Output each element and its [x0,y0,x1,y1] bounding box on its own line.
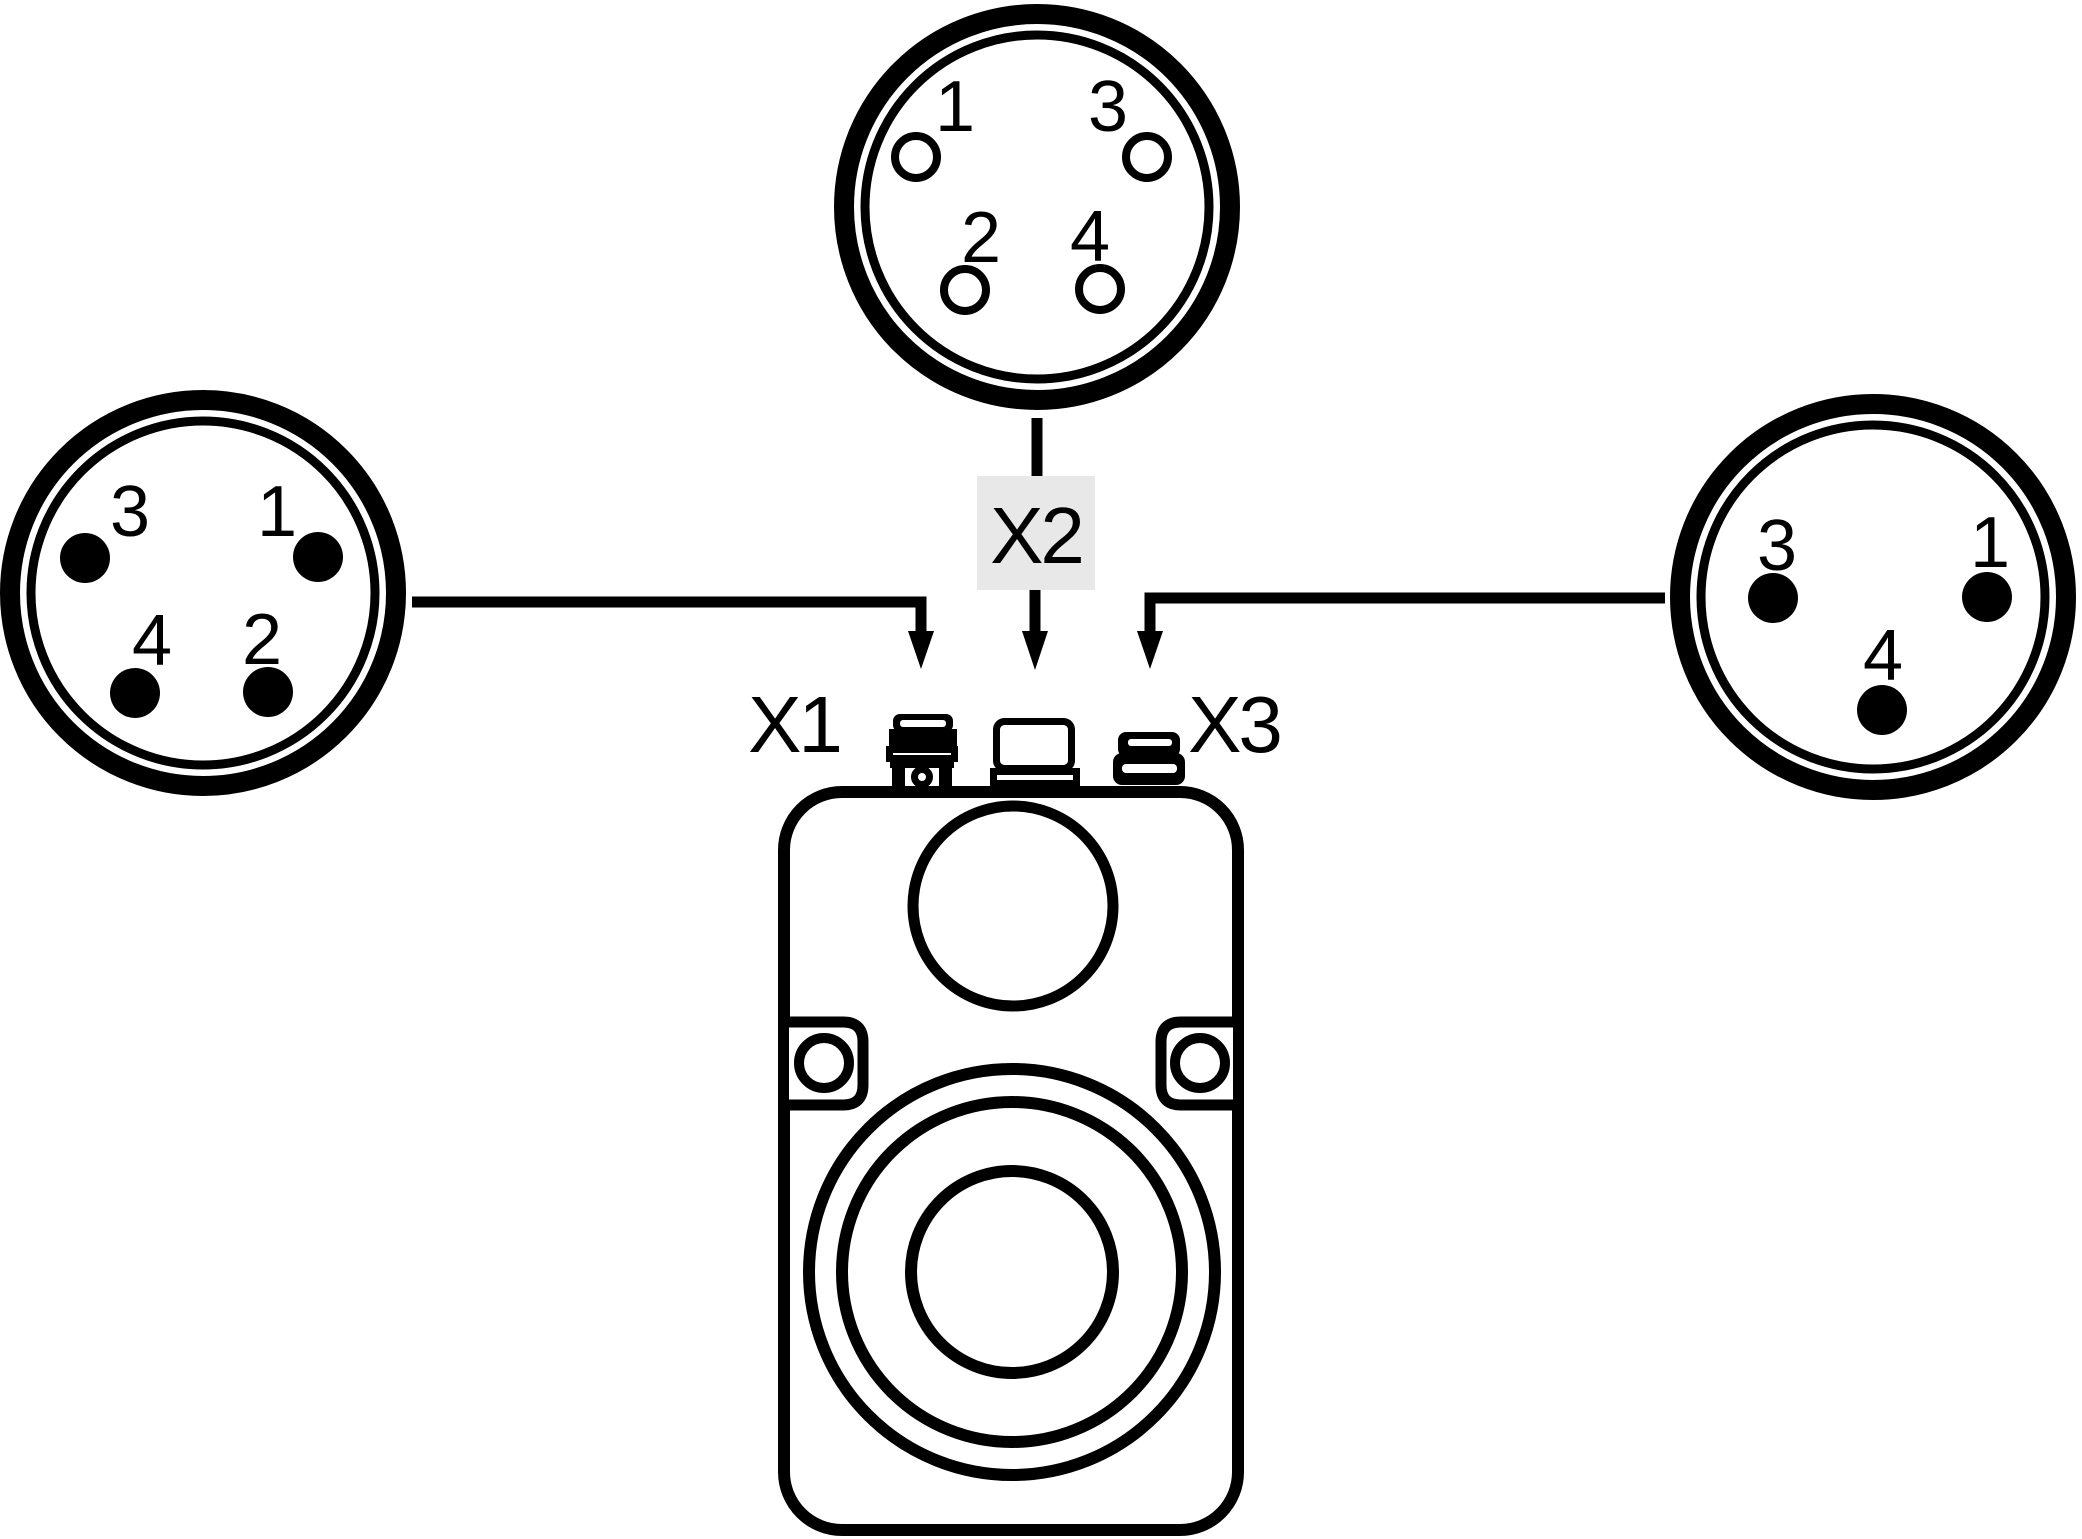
mounting-hole [1170,1033,1230,1093]
pin-contact-4 [1857,685,1907,735]
port-base-right [939,766,952,787]
connection-line-x1 [412,596,934,669]
pin-label: 1 [935,67,975,147]
mounting-ear-right [1155,1016,1233,1111]
port-body-slot [1122,764,1177,773]
arrowhead-down-icon [1137,631,1163,669]
connection-line-x3 [1137,592,1665,669]
connector-inner-ring [1696,420,2050,774]
connector-outer-ring [0,390,406,796]
port-keyway-hole [911,766,933,788]
device-port-x3 [1113,732,1185,785]
pin-contact-3 [60,533,110,583]
pin-socket-4 [1075,264,1125,314]
device: X1 X3 [748,680,1283,1536]
connection-line-x2: X2 [977,418,1095,670]
port-cap-slot [900,720,946,727]
connector-outer-ring [834,4,1240,410]
speaker-inner-circle [905,1165,1119,1379]
device-body [778,786,1244,1536]
wire-path [1144,592,1665,634]
wire-path [412,596,927,634]
port-label-x1: X1 [748,680,840,769]
connector-inner-ring [860,30,1214,384]
pin-label: 4 [132,601,172,681]
pin-socket-2 [940,265,990,315]
pin-label: 2 [961,198,1001,278]
arrowhead-down-icon [908,631,934,669]
connector-face-right: 3 1 4 [1670,394,2076,800]
pin-contact-4 [110,668,160,718]
pin-contact-3 [1748,573,1798,623]
speaker-middle-circle [836,1096,1188,1448]
device-port-x2 [990,718,1080,787]
x2-label-box [977,476,1095,590]
pin-label: 4 [1863,616,1903,696]
port-base-left [892,766,905,787]
pin-label: 2 [242,600,282,680]
pin-label: 3 [1088,67,1128,147]
pin-socket-3 [1122,132,1172,182]
pin-label: 1 [1970,503,2010,583]
pin-label: 4 [1070,197,1110,277]
pin-label: 3 [1757,506,1797,586]
connector-face-top: 1 3 2 4 [834,4,1240,410]
port-label-x3: X3 [1188,680,1280,769]
port-band [890,759,954,768]
device-lens-circle [907,800,1119,1012]
pin-label: 3 [110,472,150,552]
connector-inner-ring [26,416,380,770]
connector-outer-ring [1670,394,2076,800]
port-thread-band [889,729,957,748]
device-speaker [803,1063,1221,1481]
arrowhead-down-icon [1022,631,1048,670]
speaker-outer-circle [803,1063,1221,1481]
mounting-ear-left [789,1016,869,1111]
device-port-x1 [886,714,958,788]
pin-label: 1 [257,472,297,552]
mounting-hole [794,1033,854,1093]
pin-contact-1 [293,532,343,582]
pin-socket-1 [891,132,941,182]
port-nut [886,746,958,762]
port-label-x2: X2 [990,491,1082,580]
port-flange [990,768,1080,787]
port-housing [993,718,1075,772]
connector-face-left: 3 1 4 2 [0,390,406,796]
port-cap-slot [1128,739,1172,746]
pin-contact-2 [243,667,293,717]
pin-contact-1 [1962,572,2012,622]
